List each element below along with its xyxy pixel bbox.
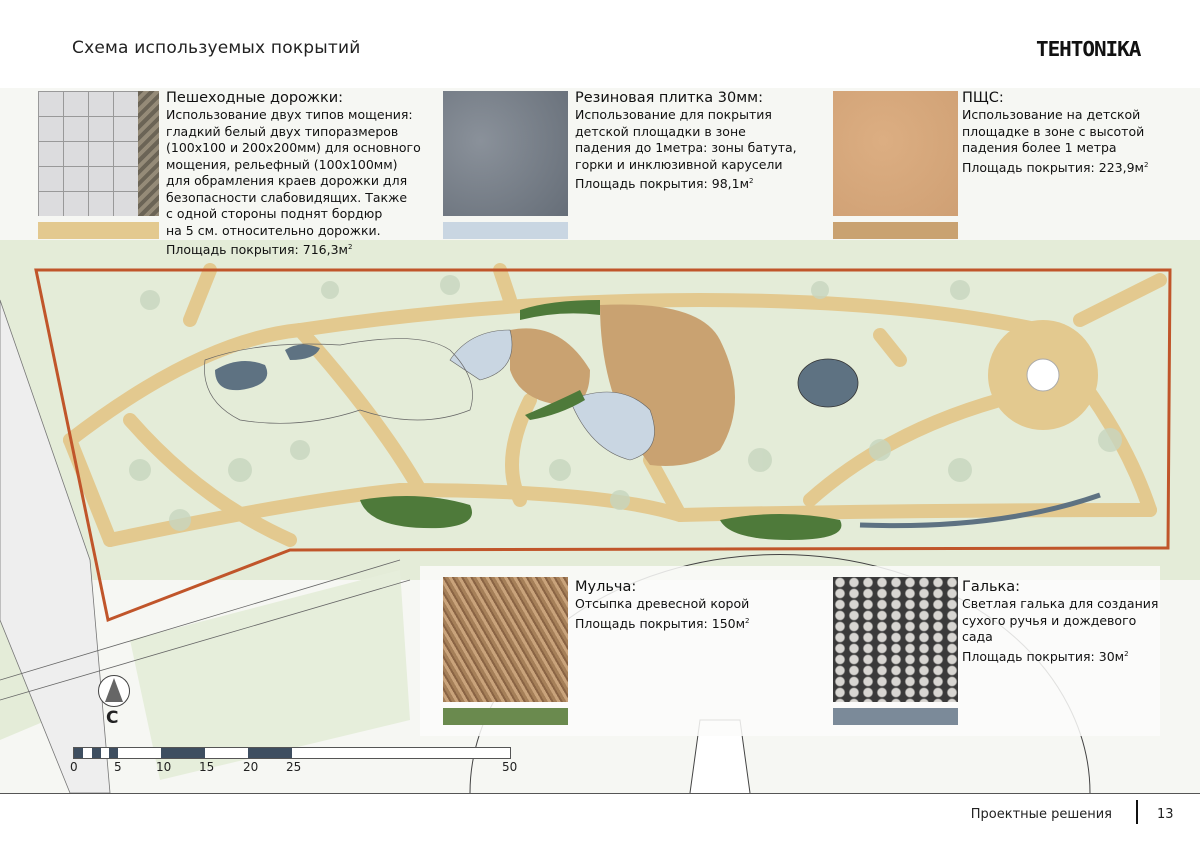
legend-area: Площадь покрытия: 98,1м <box>575 176 749 192</box>
legend-line: Использование для покрытия <box>575 107 772 122</box>
scale-tick: 10 <box>156 760 172 774</box>
legend-area: Площадь покрытия: 150м <box>575 615 746 631</box>
legend-title: Мульча: <box>575 579 637 595</box>
legend-line: гладкий белый двух типоразмеров <box>166 123 399 139</box>
legend-title: Резиновая плитка 30мм: <box>575 90 763 106</box>
legend-line: Использование двух типов мощения: <box>166 107 413 122</box>
pebbles-color-bar <box>833 708 958 725</box>
legend-line: площадке в зоне с высотой <box>962 123 1145 139</box>
north-label: С <box>106 708 119 728</box>
legend-line: детской площадки в зоне <box>575 123 746 139</box>
legend-title: Галька: <box>962 579 1021 595</box>
trees <box>129 275 1122 531</box>
legend-line: Использование на детской <box>962 107 1141 122</box>
rubber-texture <box>443 91 568 216</box>
superscript: 2 <box>347 243 353 251</box>
legend-line: Светлая галька для создания <box>962 596 1159 611</box>
legend-line: горки и инклюзивной карусели <box>575 156 783 172</box>
walkways-color-bar <box>38 222 159 239</box>
scale-tick: 15 <box>199 760 215 774</box>
legend-line: с одной стороны поднят бордюр <box>166 206 383 221</box>
scale-bar <box>73 747 511 759</box>
mulch-texture <box>443 577 568 702</box>
page-title: Схема используемых покрытий <box>72 38 361 58</box>
legend-line: Отсыпка древесной корой <box>575 596 750 611</box>
tactile-paving-texture <box>138 91 159 216</box>
legend-line: безопасности слабовидящих. Также <box>166 189 408 205</box>
legend-line: мощения, рельефный (100х100мм) <box>166 156 398 172</box>
scale-tick: 5 <box>114 760 122 774</box>
superscript: 2 <box>1143 160 1149 169</box>
superscript: 2 <box>745 616 750 625</box>
logo-mark: TEHTONIKA <box>1036 37 1141 61</box>
gravel-sand-color-bar <box>833 222 958 239</box>
page-number: 13 <box>1157 807 1174 822</box>
footer-separator <box>1136 800 1138 824</box>
studio-logo: TEHTONIKA <box>1036 39 1174 62</box>
site-boundary <box>34 268 1172 623</box>
mulch-color-bar <box>443 708 568 725</box>
footer-divider <box>0 793 1200 794</box>
legend-line: (100х100 и 200х200мм) для основного <box>166 140 421 155</box>
legend-area: Площадь покрытия: 223,9м <box>962 159 1144 175</box>
scale-tick: 0 <box>70 760 78 774</box>
legend-line: сада <box>962 629 993 644</box>
sand-texture <box>833 91 958 216</box>
legend-line: сухого ручья и дождевого <box>962 612 1137 628</box>
legend-line: для обрамления краев дорожки для <box>166 173 408 188</box>
scale-tick: 50 <box>502 760 518 774</box>
legend-area: Площадь покрытия: 716,3м <box>166 242 348 258</box>
legend-line: падения до 1метра: зоны батута, <box>575 140 797 155</box>
scale-tick: 20 <box>243 760 259 774</box>
section-name: Проектные решения <box>970 807 1112 822</box>
superscript: 2 <box>749 177 754 185</box>
legend-area: Площадь покрытия: 30м <box>962 648 1125 664</box>
mulch-bed <box>360 496 472 529</box>
pebble-texture <box>833 577 958 702</box>
superscript: 2 <box>1124 649 1129 658</box>
legend-line: падения более 1 метра <box>962 140 1117 155</box>
north-arrow-icon <box>98 675 130 707</box>
legend-line: на 5 см. относительно дорожки. <box>166 222 381 238</box>
scale-tick: 25 <box>286 760 302 774</box>
rubber-color-bar <box>443 222 568 239</box>
legend-title: ПЩС: <box>962 90 1004 106</box>
legend-title: Пешеходные дорожки: <box>166 90 344 106</box>
